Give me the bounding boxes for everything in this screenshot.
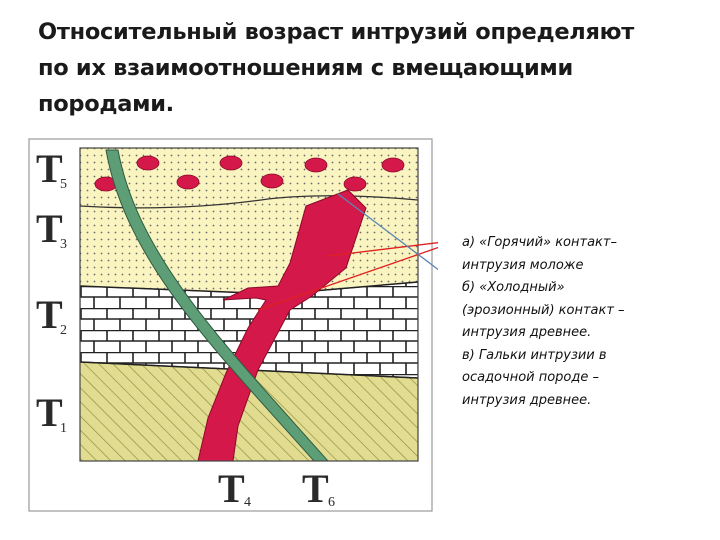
svg-text:T: T <box>36 390 63 435</box>
svg-text:5: 5 <box>60 177 67 192</box>
svg-text:3: 3 <box>60 237 67 252</box>
slide-title: Относительный возраст интрузий определяю… <box>38 14 698 122</box>
title-line-1: Относительный возраст интрузий определяю… <box>38 19 634 45</box>
pointer-hot-contact-1 <box>327 242 438 257</box>
legend-line-7: осадочной породе – <box>462 370 600 385</box>
geology-cross-section: T 5 T 3 T 2 T 1 T 4 T 6 <box>28 138 438 512</box>
title-line-3: породами. <box>38 91 174 117</box>
pointer-cold-contact <box>337 193 438 271</box>
svg-text:T: T <box>302 466 329 511</box>
svg-text:4: 4 <box>244 495 251 510</box>
legend-line-5: интрузия древнее. <box>462 325 592 340</box>
svg-text:T: T <box>36 206 63 251</box>
title-line-2: по их взаимоотношениям с вмещающими <box>38 55 573 81</box>
svg-text:6: 6 <box>328 495 335 510</box>
svg-text:T: T <box>36 292 63 337</box>
legend-line-2: интрузия моложе <box>462 257 584 273</box>
intrusion-label-t4: T 4 <box>218 466 251 511</box>
layer-label-t3: T 3 <box>36 206 67 252</box>
dyke-label-t6: T 6 <box>302 466 335 511</box>
pointer-hot-contact-2 <box>257 246 438 311</box>
svg-text:2: 2 <box>60 323 67 338</box>
legend-text: а) «Горячий» контакт– интрузия моложе б)… <box>462 232 702 412</box>
intrusion-t4 <box>197 189 367 461</box>
legend-line-1: а) «Горячий» контакт– <box>462 235 617 250</box>
dyke-t6 <box>105 149 329 461</box>
intrusion-pebbles <box>94 155 405 192</box>
legend-line-8: интрузия древнее. <box>462 392 592 408</box>
layer-boundary-t5 <box>80 195 418 209</box>
svg-text:T: T <box>218 466 245 511</box>
layer-label-t1: T 1 <box>36 390 67 436</box>
legend-line-4: (эрозионный) контакт – <box>462 302 625 318</box>
legend-line-6: в) Гальки интрузии в <box>462 347 607 363</box>
legend-line-3: б) «Холодный» <box>462 280 565 295</box>
layer-label-t2: T 2 <box>36 292 67 338</box>
svg-text:1: 1 <box>60 421 67 436</box>
layer-label-t5: T 5 <box>36 146 67 192</box>
svg-text:T: T <box>36 146 63 191</box>
